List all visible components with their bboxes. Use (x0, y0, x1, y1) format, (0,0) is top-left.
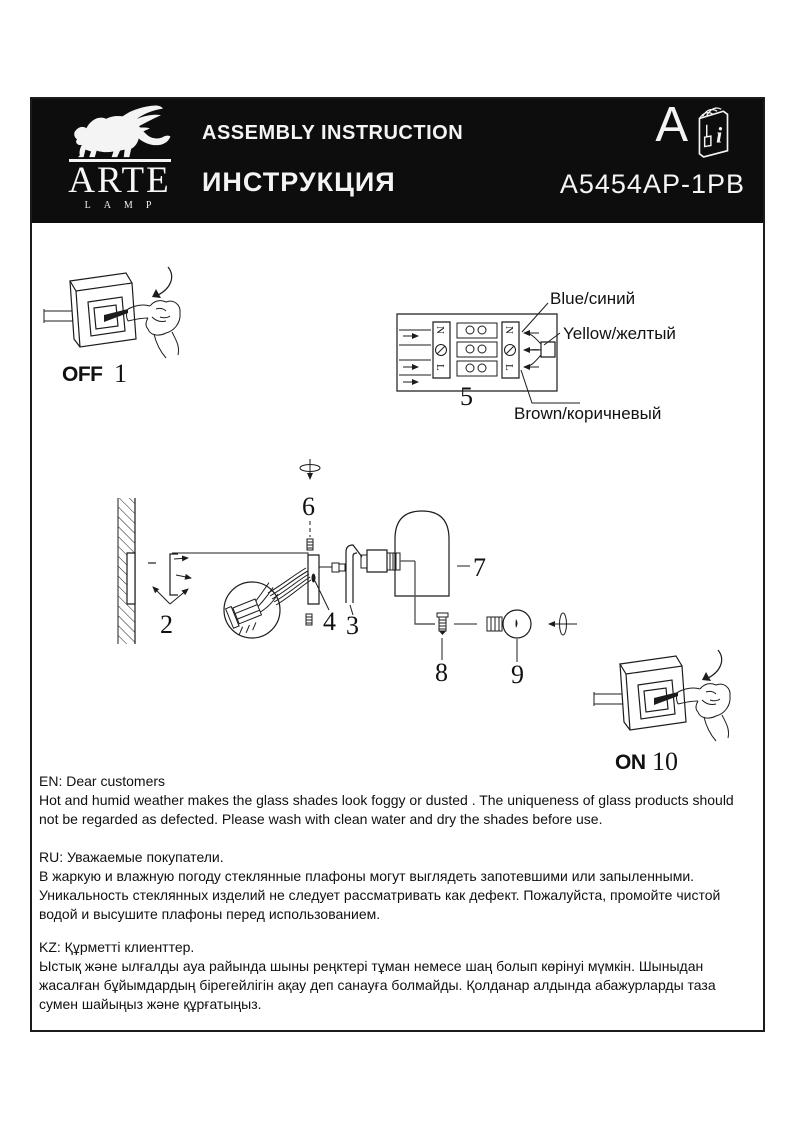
assembly-diagram: OFF 1 N L (43, 266, 731, 774)
mounting-plate (308, 555, 319, 604)
arm-tube (346, 545, 362, 603)
lamp-socket (361, 550, 415, 572)
note-en-title: EN: Dear customers (39, 773, 166, 789)
wire-hole (311, 573, 316, 583)
note-ru-title: RU: Уважаемые покупатели. (39, 849, 224, 865)
terminal-strip-left: N L (433, 322, 450, 378)
small-screw-bottom (306, 614, 312, 625)
wall-recess (127, 553, 135, 604)
terminal-connector-rows (457, 323, 497, 376)
step7-shade: 7 (395, 511, 486, 596)
step1-number: 1 (114, 359, 127, 388)
off-label: OFF (62, 363, 103, 386)
note-en-body: Hot and humid weather makes the glass sh… (39, 792, 734, 827)
note-ru-body: В жаркую и влажную погоду стеклянные пла… (39, 868, 721, 922)
terminal-strip-right: N L (502, 322, 519, 378)
glass-shade (395, 511, 449, 596)
document-frame: ARTE LAMP ASSEMBLY INSTRUCTION ИНСТРУКЦИ… (30, 97, 765, 1032)
note-ru: RU: Уважаемые покупатели. В жаркую и вла… (39, 848, 751, 924)
step3-arm: 3 (319, 545, 362, 640)
brown-leader (521, 370, 580, 403)
small-screw-top (307, 539, 313, 550)
svg-text:N: N (503, 326, 515, 334)
blue-leader (522, 303, 548, 332)
step6-screw-and-plate: 6 (300, 459, 320, 625)
yellow-leader (544, 333, 560, 345)
step10-number: 10 (652, 747, 678, 774)
header-bar: ARTE LAMP ASSEMBLY INSTRUCTION ИНСТРУКЦИ… (32, 98, 763, 223)
brand-subname: LAMP (84, 200, 165, 211)
step5-number: 5 (460, 382, 473, 411)
model-number: A5454AP-1PB (559, 169, 745, 199)
cable-sheath (541, 342, 555, 357)
info-letter: i (716, 123, 722, 147)
bulb-glass (503, 610, 531, 638)
screwdriver-icon (703, 124, 712, 148)
winged-lion-icon (73, 105, 170, 158)
wall-section (118, 498, 135, 644)
step9-number: 9 (511, 660, 524, 689)
wire-label-blue: Blue/синий (550, 289, 635, 308)
header-titles: ASSEMBLY INSTRUCTION ИНСТРУКЦИЯ (202, 99, 502, 223)
note-en: EN: Dear customers Hot and humid weather… (39, 772, 751, 829)
step9-bulb: 9 (487, 610, 577, 689)
title-secondary: ИНСТРУКЦИЯ (202, 167, 396, 197)
on-label: ON (615, 751, 646, 774)
step6-number: 6 (302, 492, 315, 521)
on-switch-drawing (593, 649, 731, 742)
step10-switch-on: ON 10 (593, 649, 731, 774)
step7-number: 7 (473, 553, 486, 582)
step2-number: 2 (160, 610, 173, 639)
info-booklet-icon: i (698, 107, 729, 158)
svg-text:L: L (434, 364, 446, 371)
mount-type-letter: A (655, 98, 688, 152)
wiring-magnifier: 4 (223, 568, 336, 638)
step2-bracket: 2 (148, 554, 192, 639)
header-corner: A i A5454AP-1PB (503, 98, 763, 223)
filament (515, 619, 518, 628)
title-primary: ASSEMBLY INSTRUCTION (202, 122, 464, 144)
note-kz: KZ: Құрметті клиенттер. Ыстық және ылғал… (39, 938, 751, 1014)
wires-into-cable (524, 333, 541, 367)
brand-logo: ARTE LAMP (42, 101, 197, 221)
wire-label-brown: Brown/коричневый (514, 404, 661, 423)
off-switch-drawing (43, 266, 181, 359)
screw-rotation-symbol (560, 613, 567, 635)
step4-leader (315, 581, 329, 610)
wire-label-yellow: Yellow/желтый (563, 324, 676, 343)
step8-number: 8 (435, 658, 448, 687)
screw-part (437, 613, 448, 635)
step3-number: 3 (346, 611, 359, 640)
step5-terminal-block: N L N (397, 289, 676, 423)
wire-bundle (268, 568, 311, 605)
note-kz-title: KZ: Құрметті клиенттер. (39, 939, 195, 955)
step1-switch-off: OFF 1 (43, 266, 181, 388)
logo-underline (68, 159, 171, 162)
step8-cord-screw: 8 (415, 561, 477, 687)
note-kz-body: Ыстық және ылғалды ауа райында шыны реңк… (39, 958, 716, 1012)
svg-text:N: N (434, 326, 446, 334)
brand-name: ARTE (68, 160, 171, 201)
mounting-guide-line (172, 553, 308, 556)
svg-text:L: L (503, 364, 515, 371)
step4-number: 4 (323, 607, 336, 636)
